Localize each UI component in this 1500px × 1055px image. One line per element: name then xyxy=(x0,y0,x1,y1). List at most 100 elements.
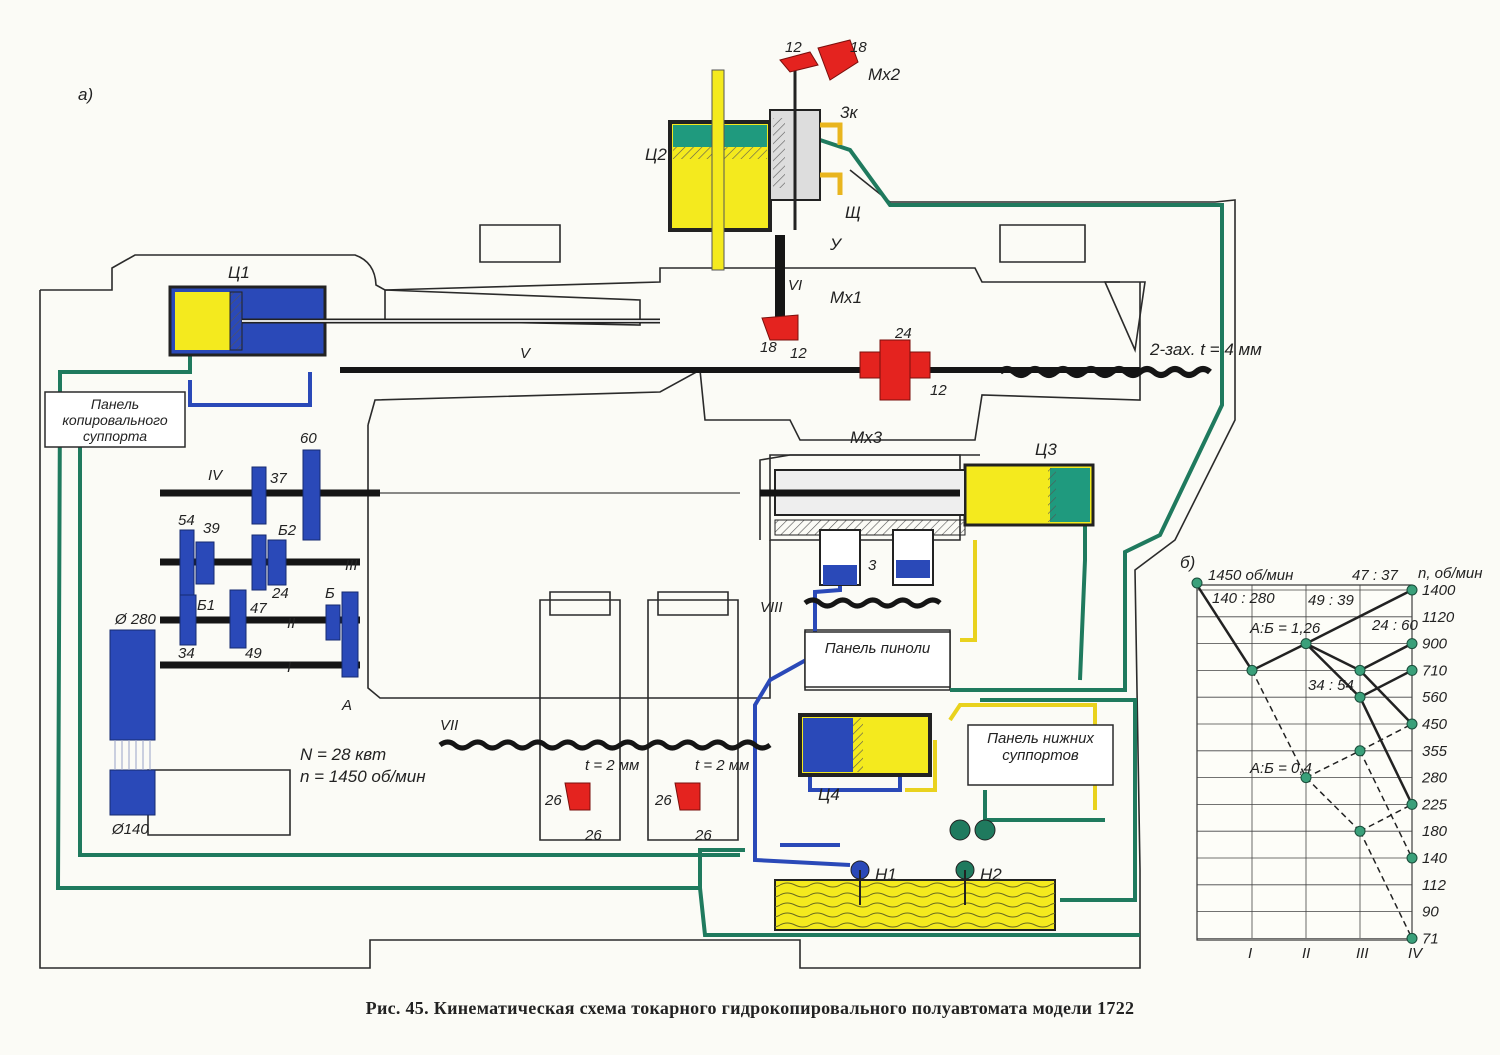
label-3k: 3к xyxy=(840,103,858,122)
cylinder-c3 xyxy=(774,463,1095,586)
gear-b2 xyxy=(251,534,267,591)
ratio-ab-04: А:Б = 0,4 xyxy=(1249,760,1312,777)
label-mx2: Мх2 xyxy=(868,65,901,84)
teeth-60: 60 xyxy=(300,430,317,447)
label-pulley-140: Ø140 xyxy=(111,821,149,838)
xlabel-II: II xyxy=(1302,945,1310,962)
shaft-label-v: V xyxy=(520,345,532,362)
hydraulic-lines-blue xyxy=(188,372,902,867)
label-b1: Б1 xyxy=(197,597,215,614)
teeth-lw-26c: 26 xyxy=(654,792,672,809)
node-III-355 xyxy=(1354,745,1366,757)
gear-39 xyxy=(195,541,215,585)
cylinder-c2 xyxy=(668,69,843,320)
tick-90: 90 xyxy=(1422,904,1439,921)
tick-710: 710 xyxy=(1422,662,1448,679)
ray-solid-5 xyxy=(1305,642,1361,699)
gear-b xyxy=(325,604,341,641)
teeth-lw-26a: 26 xyxy=(544,792,562,809)
label-motor-speed: n = 1450 об/мин xyxy=(300,767,426,786)
chart-rays xyxy=(1195,584,1414,939)
label-pitch-lower-2: t = 2 мм xyxy=(695,757,749,774)
node-IV-225 xyxy=(1406,798,1418,810)
teeth-lw-26d: 26 xyxy=(694,827,712,844)
gear-54 xyxy=(179,529,195,596)
teeth-worm-24: 24 xyxy=(894,325,912,342)
worm-18-top xyxy=(817,39,859,81)
tick-355: 355 xyxy=(1422,743,1448,760)
panel-copy-label: Панель копировального суппорта xyxy=(62,396,168,444)
label-b2: Б2 xyxy=(278,522,297,539)
worm-gears xyxy=(564,39,931,811)
xlabel-IV: IV xyxy=(1408,945,1424,962)
panel-lower-box xyxy=(967,724,1114,786)
panel-pinol-box xyxy=(804,631,951,688)
shaft-label-i: I xyxy=(287,659,291,676)
ratio-24-60: 24 : 60 xyxy=(1371,617,1419,634)
chart-ylabel: n, об/мин xyxy=(1418,565,1483,582)
tick-450: 450 xyxy=(1422,716,1448,733)
node-IV-900 xyxy=(1406,638,1418,650)
node-II-900 xyxy=(1300,638,1312,650)
node-II-280 xyxy=(1300,772,1312,784)
label-u: У xyxy=(829,235,843,254)
teeth-37: 37 xyxy=(270,470,287,487)
ray-solid-2 xyxy=(1305,642,1361,672)
worm-24-v xyxy=(879,339,911,401)
oil-tank xyxy=(774,819,1056,931)
ratio-47-37: 47 : 37 xyxy=(1352,567,1399,584)
label-a: А xyxy=(341,697,352,714)
node-IV-140 xyxy=(1406,852,1418,864)
ray-solid-3 xyxy=(1359,642,1413,672)
ray-dashed-0 xyxy=(1251,670,1307,778)
chart-grid xyxy=(1197,585,1413,939)
node-I-710 xyxy=(1246,664,1258,676)
label-3: 3 xyxy=(868,557,877,574)
pulley-280 xyxy=(109,629,156,741)
ray-solid-1 xyxy=(1305,588,1413,645)
ray-solid-6 xyxy=(1359,669,1413,699)
teeth-worm-18a: 18 xyxy=(850,39,867,56)
figure-caption: Рис. 45. Кинематическая схема токарного … xyxy=(365,998,1135,1018)
teeth-worm-18b: 18 xyxy=(760,339,777,356)
belt xyxy=(114,740,151,770)
worm-mx1 xyxy=(761,314,799,341)
node-input xyxy=(1191,577,1203,589)
hydraulic-lines-green xyxy=(55,138,1224,937)
worm-lower-2 xyxy=(674,782,701,811)
tick-71: 71 xyxy=(1422,930,1439,947)
ray-solid-7 xyxy=(1358,696,1414,805)
tick-280: 280 xyxy=(1421,770,1448,787)
teeth-lw-26b: 26 xyxy=(584,827,602,844)
gear-a xyxy=(341,591,359,678)
label-c4: Ц4 xyxy=(818,785,840,804)
ray-input xyxy=(1195,584,1254,672)
speed-chart: 1400112090071056045035528022518014011290… xyxy=(1191,577,1456,962)
chart-nodes xyxy=(1191,577,1418,944)
shaft-label-vii: VII xyxy=(440,717,458,734)
ratio-49-39: 49 : 39 xyxy=(1308,592,1355,609)
tick-225: 225 xyxy=(1421,796,1448,813)
panel-a-label: а) xyxy=(78,85,93,104)
panel-lower-label: Панель нижних суппортов xyxy=(987,730,1094,764)
ray-dashed-2 xyxy=(1305,777,1361,832)
node-III-710 xyxy=(1354,664,1366,676)
gear-37 xyxy=(251,466,267,525)
panel-b-label: б) xyxy=(1180,553,1195,572)
teeth-worm-12b: 12 xyxy=(790,345,807,362)
gear-24 xyxy=(267,539,287,586)
ratio-ab-126: А:Б = 1,26 xyxy=(1249,620,1321,637)
tick-140: 140 xyxy=(1422,850,1448,867)
label-h1: Н1 xyxy=(875,865,897,884)
node-IV-710 xyxy=(1406,664,1418,676)
label-c1: Ц1 xyxy=(228,263,250,282)
tick-900: 900 xyxy=(1422,636,1448,653)
shaft-label-ii: II xyxy=(287,615,295,632)
teeth-34: 34 xyxy=(178,645,195,662)
node-IV-71 xyxy=(1406,932,1418,944)
gear-b1 xyxy=(179,594,197,646)
shaft-label-viii: VIII xyxy=(760,599,783,616)
label-h2: Н2 xyxy=(980,865,1002,884)
teeth-worm-12c: 12 xyxy=(930,382,947,399)
